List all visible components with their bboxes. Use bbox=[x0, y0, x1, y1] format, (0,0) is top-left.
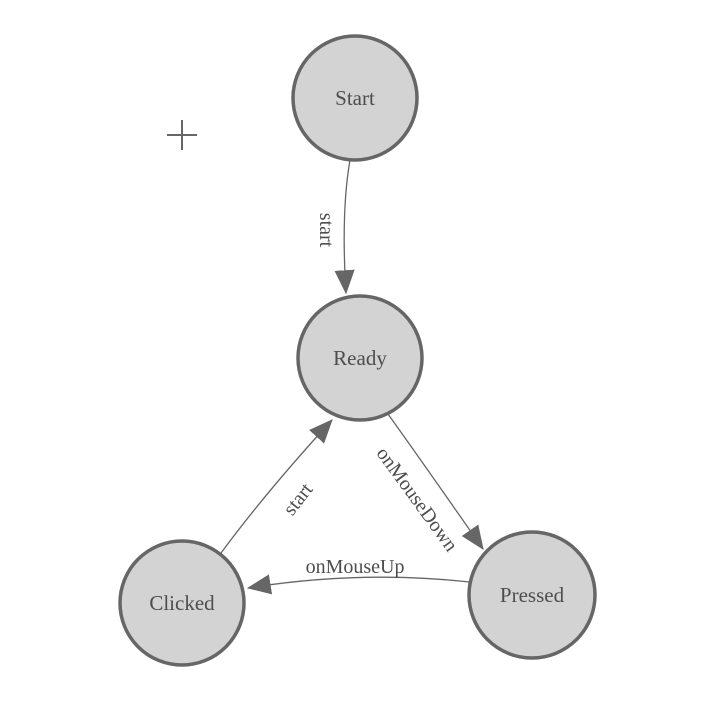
edge-path-clicked-to-ready[interactable] bbox=[220, 419, 333, 554]
edge-label-start: start bbox=[315, 213, 337, 248]
edge-path-pressed-to-clicked[interactable] bbox=[246, 574, 471, 595]
state-label-start: Start bbox=[335, 86, 375, 110]
state-circle-start[interactable] bbox=[291, 34, 419, 162]
state-label-clicked: Clicked bbox=[149, 591, 215, 615]
state-node-ready[interactable]: Ready bbox=[296, 294, 424, 422]
edge-path-start-to-ready[interactable] bbox=[334, 159, 355, 295]
edge-clicked-to-ready[interactable]: start bbox=[220, 419, 333, 554]
state-circle-ready[interactable] bbox=[296, 294, 424, 422]
edge-label-start: start bbox=[279, 479, 318, 520]
edge-path-ready-to-pressed[interactable] bbox=[387, 413, 484, 550]
edge-ready-to-pressed[interactable]: onMouseDown bbox=[372, 413, 484, 556]
state-label-ready: Ready bbox=[333, 346, 387, 370]
state-node-start[interactable]: Start bbox=[291, 34, 419, 162]
state-label-pressed: Pressed bbox=[500, 583, 565, 607]
edge-label-onmouseup: onMouseUp bbox=[306, 556, 405, 578]
edge-pressed-to-clicked[interactable]: onMouseUp bbox=[246, 556, 471, 595]
state-circle-pressed[interactable] bbox=[467, 530, 597, 660]
state-circle-clicked[interactable] bbox=[118, 539, 246, 667]
state-node-pressed[interactable]: Pressed bbox=[467, 530, 597, 660]
crosshair-cursor-icon bbox=[167, 120, 197, 150]
edge-start-to-ready[interactable]: start bbox=[315, 159, 355, 295]
state-node-clicked[interactable]: Clicked bbox=[118, 539, 246, 667]
